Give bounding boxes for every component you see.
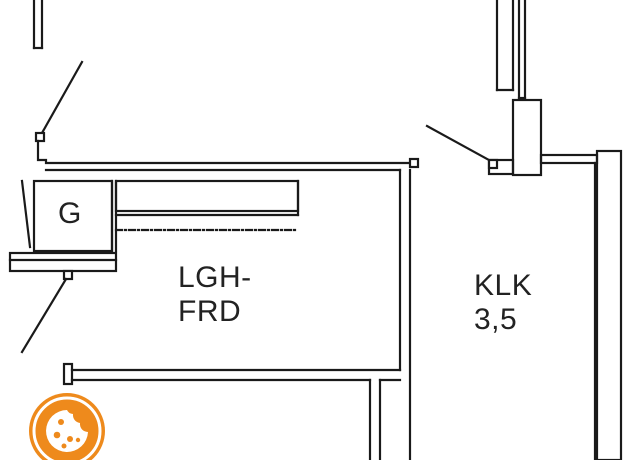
wall-hallway-bottom — [62, 362, 402, 460]
room-label-storage-line1: KLK — [474, 269, 533, 302]
door-swing-lower-left — [20, 277, 68, 354]
wall-hallway-top — [36, 139, 420, 172]
wall-base-under-g — [8, 251, 118, 281]
cookie-icon — [29, 393, 105, 460]
wall-top-right — [495, 0, 527, 100]
wall-storage-right — [539, 149, 623, 460]
room-label-storage-g: G — [58, 197, 82, 230]
room-label-hallway-line2: FRD — [178, 295, 242, 328]
cookie-settings-button[interactable] — [28, 392, 106, 460]
wall-hallway-right — [398, 168, 412, 460]
room-label-storage-line2: 3,5 — [474, 303, 518, 336]
door-swing-left-g — [20, 179, 32, 249]
door-swing-left-upper — [34, 60, 84, 143]
wall-top-left-stub — [32, 0, 44, 50]
room-label-hallway-line1: LGH- — [178, 261, 252, 294]
hallway-shelf — [114, 179, 300, 232]
door-frame-right — [425, 98, 543, 177]
